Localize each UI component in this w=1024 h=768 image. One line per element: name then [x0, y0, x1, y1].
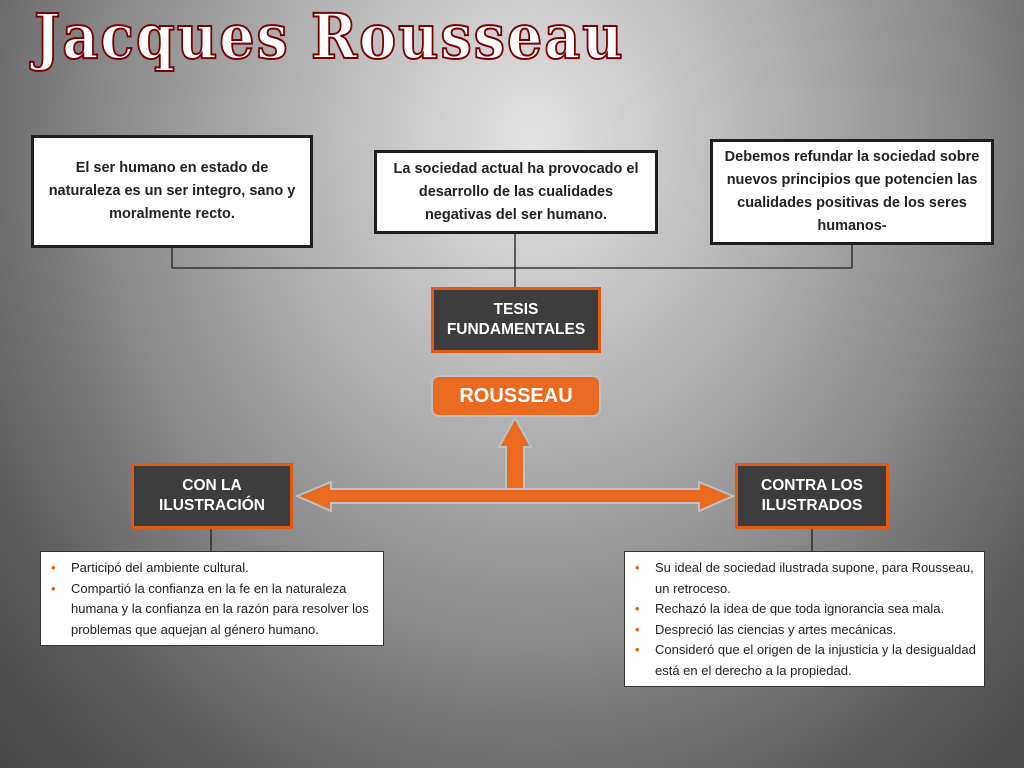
list-item-text: Participó del ambiente cultural. — [71, 560, 249, 575]
list-item: • Compartió la confianza en la fe en la n… — [51, 579, 375, 641]
rousseau-label: ROUSSEAU — [459, 384, 573, 407]
list-item-text: Rechazó la idea de que toda ignorancia s… — [655, 601, 945, 616]
tesis-fundamentales-label: TESIS FUNDAMENTALES — [446, 301, 586, 338]
bullet-icon: • — [635, 621, 640, 637]
thesis-text-1: El ser humano en estado de naturaleza es… — [48, 160, 296, 222]
double-arrow — [294, 480, 736, 513]
list-item-text: Su ideal de sociedad ilustrada supone, p… — [655, 560, 974, 596]
contra-los-ilustrados-list: • Su ideal de sociedad ilustrada supone, … — [624, 551, 985, 687]
rousseau-box: ROUSSEAU — [431, 375, 601, 417]
bullet-icon: • — [635, 601, 640, 616]
list-item-text: Despreció las ciencias y artes mecánicas… — [655, 621, 897, 637]
thesis-box-3: Debemos refundar la sociedad sobre nuevo… — [710, 139, 994, 245]
bullet-icon: • — [635, 642, 640, 657]
list-item: • Rechazó la idea de que toda ignorancia … — [635, 599, 976, 620]
list-item: • Participó del ambiente cultural. — [51, 558, 375, 579]
contra-los-ilustrados-label: CONTRA LOS ILUSTRADOS — [761, 477, 863, 514]
thesis-text-3: Debemos refundar la sociedad sobre nuevo… — [724, 149, 980, 234]
thesis-text-2: La sociedad actual ha provocado el desar… — [393, 160, 639, 223]
list-item: • Consideró que el origen de la injustici… — [635, 640, 976, 681]
contra-los-ilustrados-box: CONTRA LOS ILUSTRADOS — [735, 463, 889, 529]
tesis-fundamentales-box: TESIS FUNDAMENTALES — [431, 287, 601, 353]
con-la-ilustracion-box: CON LA ILUSTRACIÓN — [131, 463, 293, 529]
con-la-ilustracion-label: CON LA ILUSTRACIÓN — [159, 477, 265, 514]
list-item-text: Consideró que el origen de la injusticia… — [655, 642, 976, 678]
up-arrow — [497, 415, 533, 491]
bullet-icon: • — [635, 560, 640, 575]
thesis-box-1: El ser humano en estado de naturaleza es… — [31, 135, 313, 248]
thesis-box-2: La sociedad actual ha provocado el desar… — [374, 150, 658, 234]
list-item-text: Compartió la confianza en la fe en la na… — [71, 580, 369, 637]
list-item: • Despreció las ciencias y artes mecánica… — [635, 620, 976, 641]
list-item: • Su ideal de sociedad ilustrada supone, … — [635, 558, 976, 599]
page-title: Jacques Rousseau — [33, 0, 625, 73]
bullet-icon: • — [51, 580, 56, 596]
con-la-ilustracion-list: • Participó del ambiente cultural. • Compa… — [40, 551, 384, 646]
bullet-icon: • — [51, 560, 56, 575]
